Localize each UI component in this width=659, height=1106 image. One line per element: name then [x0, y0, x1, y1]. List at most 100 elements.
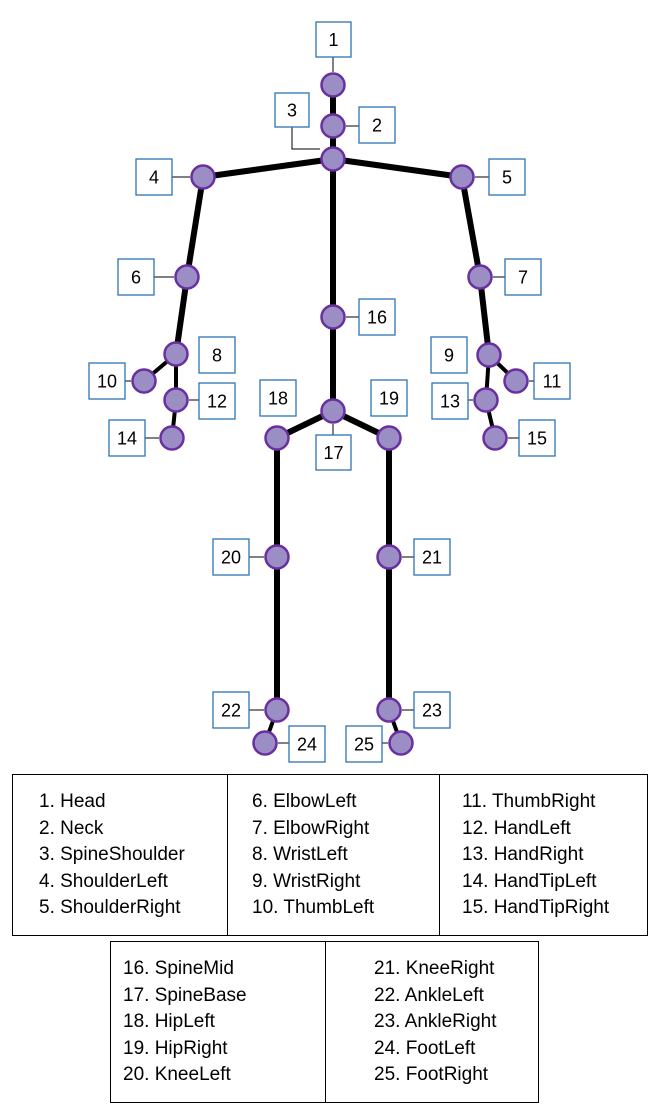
label-box	[259, 379, 297, 417]
legend-item: 22. AnkleLeft	[374, 984, 484, 1006]
legend-item: 20. KneeLeft	[123, 1064, 231, 1085]
leader-line-3	[291, 127, 320, 150]
joint-ankleright	[376, 697, 402, 723]
joint-number: 9	[444, 346, 454, 366]
legend-item: 24. FootLeft	[374, 1037, 476, 1059]
legend-item: 1. Head	[39, 791, 106, 812]
joint-label-20: 20	[212, 538, 250, 576]
joint-number: 20	[221, 548, 241, 568]
joint-number: 13	[440, 392, 460, 412]
label-box	[88, 362, 126, 400]
label-box	[117, 258, 155, 296]
legend-column-4: 16. SpineMid 17. SpineBase 18. HipLeft 1…	[111, 942, 325, 1102]
joint-label-7: 7	[504, 258, 542, 296]
joint-hipright	[376, 425, 402, 451]
joint-number: 10	[97, 372, 117, 392]
joint-label-21: 21	[413, 538, 451, 576]
legend-column-5: 21. KneeRight 22. AnkleLeft 23. AnkleRig…	[325, 942, 538, 1102]
joint-label-23: 23	[413, 691, 451, 729]
joint-elbowleft	[174, 264, 200, 290]
joint-number: 4	[149, 168, 159, 188]
joint-number: 24	[297, 735, 317, 755]
label-box	[413, 691, 451, 729]
joint-shoulderleft	[190, 164, 216, 190]
label-box	[288, 725, 326, 763]
legend-item: 8. WristLeft	[252, 844, 348, 865]
joint-thumbright	[503, 368, 529, 394]
label-box	[345, 725, 383, 763]
joint-number: 17	[323, 443, 343, 463]
joint-number: 1	[328, 30, 338, 50]
legend-item: 18. HipLeft	[123, 1011, 215, 1032]
joints-layer	[131, 72, 529, 756]
joint-neck	[320, 113, 346, 139]
legend-item: 4. ShoulderLeft	[39, 870, 168, 892]
label-box	[135, 158, 173, 196]
joint-label-6: 6	[117, 258, 155, 296]
legend-item: 14. HandTipLeft	[462, 870, 597, 892]
legend-item: 23. AnkleRight	[374, 1011, 497, 1032]
label-box	[488, 158, 526, 196]
joint-label-11: 11	[533, 362, 571, 400]
joint-label-15: 15	[518, 419, 556, 457]
joint-number: 12	[207, 392, 227, 412]
joint-label-25: 25	[345, 725, 383, 763]
joint-label-17: 17	[315, 434, 352, 471]
joint-spineshoulder	[320, 146, 346, 172]
legend-item: 5. ShoulderRight	[39, 897, 181, 918]
joint-number: 15	[527, 429, 547, 449]
legend-item: 13. HandRight	[462, 844, 584, 865]
legend-table-top: 1. Head 2. Neck 3. SpineShoulder 4. Shou…	[12, 774, 648, 936]
joint-number: 18	[268, 389, 288, 409]
label-box	[504, 258, 542, 296]
bone-5-7	[459, 174, 483, 280]
label-box	[212, 538, 250, 576]
joint-number: 19	[379, 389, 399, 409]
joint-number: 2	[372, 116, 382, 136]
joint-number: 22	[221, 701, 241, 721]
joint-head	[320, 72, 346, 98]
label-box	[431, 382, 469, 420]
legend-item: 6. ElbowLeft	[252, 791, 357, 812]
joint-label-5: 5	[488, 158, 526, 196]
joint-label-8: 8	[198, 336, 236, 374]
label-box	[315, 434, 352, 471]
joint-handtipright	[482, 425, 508, 451]
label-box	[198, 382, 236, 420]
joint-label-16: 16	[358, 298, 396, 336]
joint-number: 3	[287, 101, 297, 121]
joint-number: 6	[131, 268, 141, 288]
joint-label-2: 2	[358, 106, 396, 144]
label-box	[315, 21, 352, 58]
label-box	[370, 379, 408, 417]
joint-label-13: 13	[431, 382, 469, 420]
legend-item: 19. HipRight	[123, 1037, 228, 1059]
label-box	[358, 298, 396, 336]
joint-handleft	[163, 387, 189, 413]
joint-number: 8	[212, 346, 222, 366]
legend-item: 9. WristRight	[252, 870, 361, 892]
legend-item: 15. HandTipRight	[462, 897, 610, 918]
joint-kneeleft	[264, 544, 290, 570]
legend-table-bottom: 16. SpineMid 17. SpineBase 18. HipLeft 1…	[110, 941, 539, 1103]
legend-item: 12. HandLeft	[462, 817, 571, 839]
label-box	[274, 92, 310, 128]
joint-number: 7	[518, 268, 528, 288]
joint-thumbleft	[131, 368, 157, 394]
joint-number: 16	[367, 308, 387, 328]
joint-label-10: 10	[88, 362, 126, 400]
legend-column-1: 1. Head 2. Neck 3. SpineShoulder 4. Shou…	[13, 775, 227, 935]
legend-column-2: 6. ElbowLeft 7. ElbowRight 8. WristLeft …	[227, 775, 439, 935]
joint-number: 5	[502, 168, 512, 188]
leaders-layer	[125, 57, 534, 744]
legend-item: 25. FootRight	[374, 1064, 489, 1085]
joint-wristleft	[163, 341, 189, 367]
joint-spinemid	[320, 304, 346, 330]
joint-label-3: 3	[274, 92, 310, 128]
joint-label-9: 9	[430, 336, 468, 374]
label-box	[413, 538, 451, 576]
bone-3-5	[330, 156, 465, 180]
label-box	[430, 336, 468, 374]
